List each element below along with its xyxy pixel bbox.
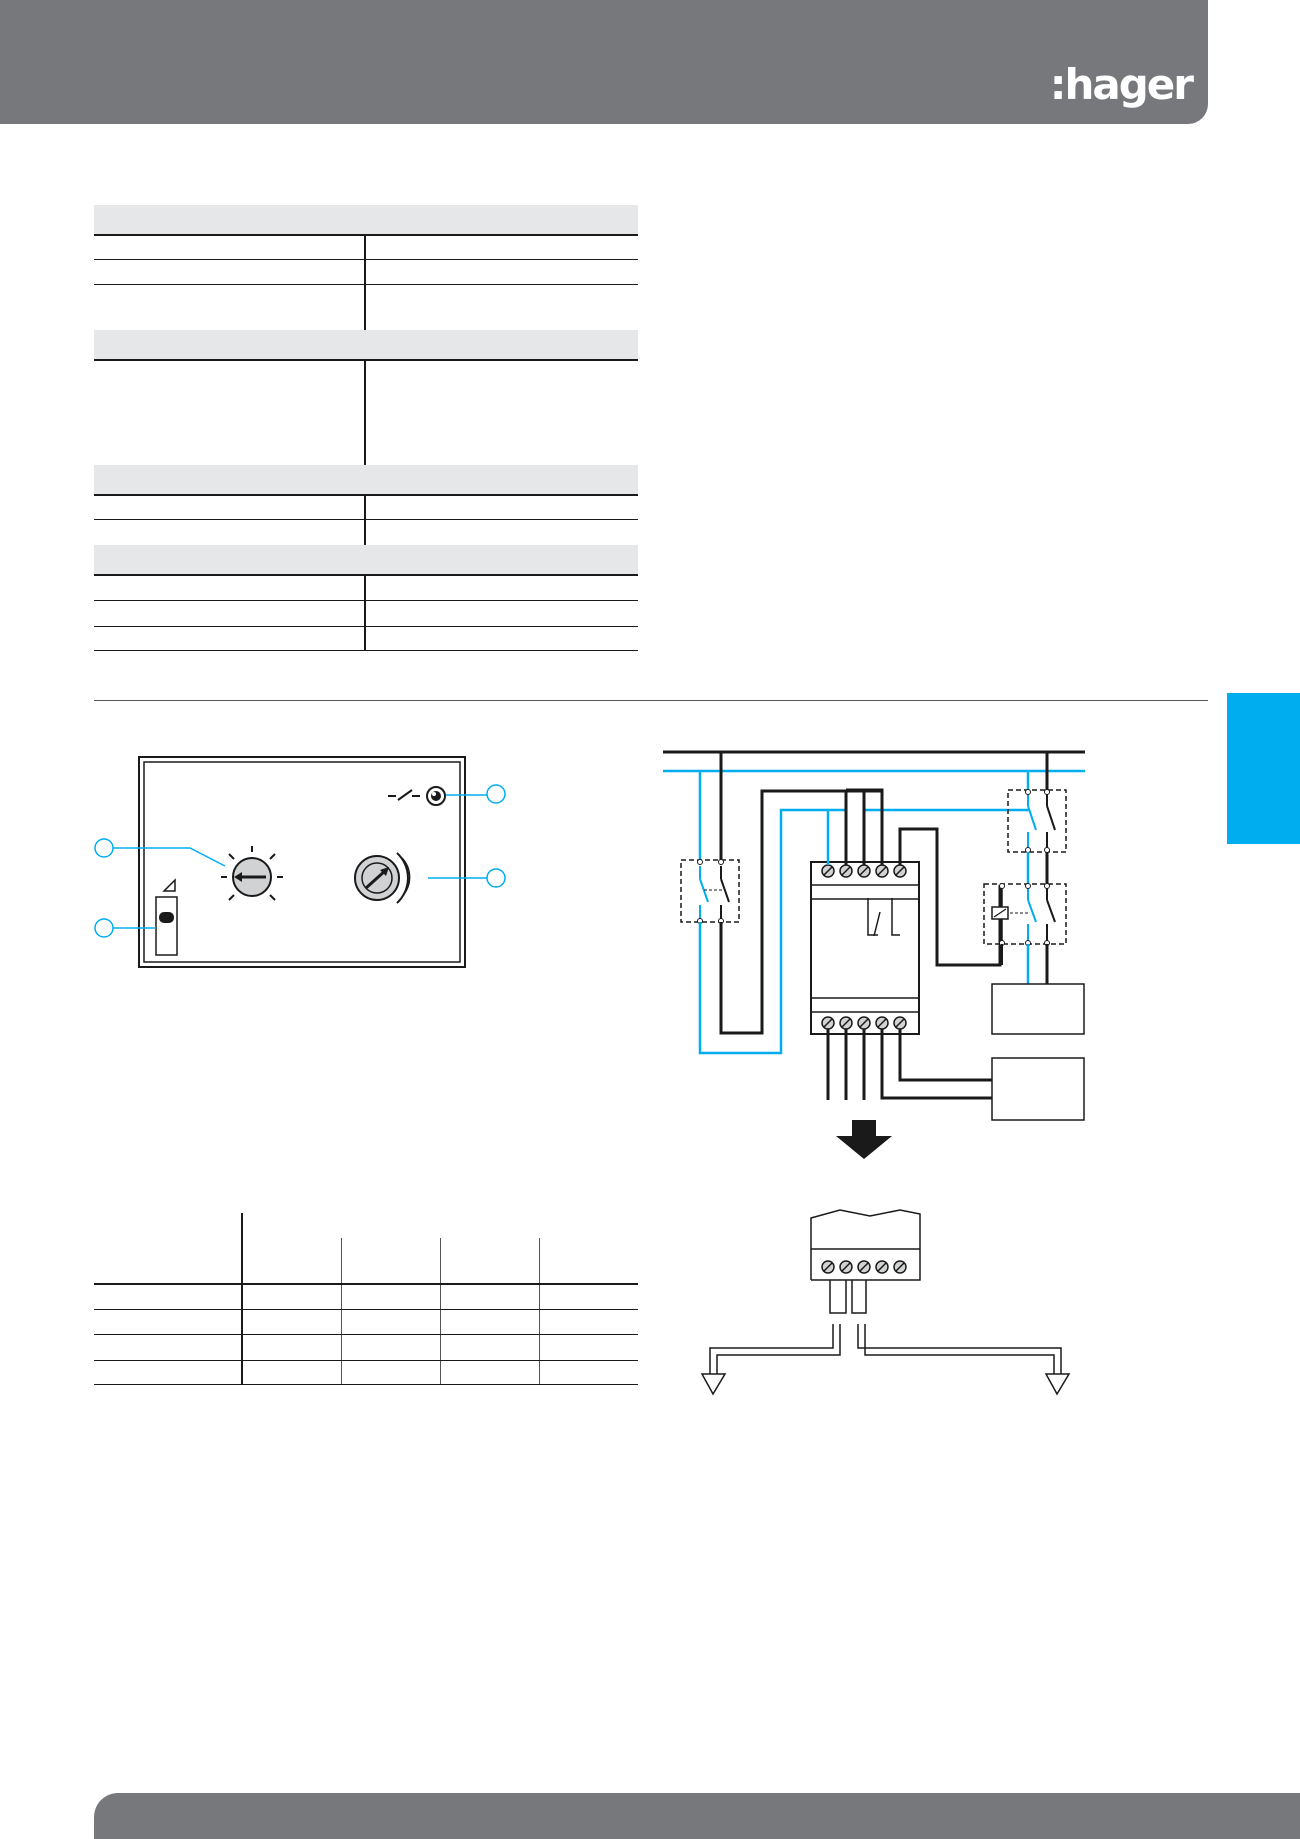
table-row-divider (94, 1384, 638, 1385)
table-rule (94, 494, 638, 496)
table-row-divider (94, 259, 638, 260)
table-row-divider (94, 1334, 638, 1335)
terminal-row-top (821, 864, 907, 878)
circuit-breaker-icon (680, 752, 740, 924)
adjust-dial-icon (354, 852, 411, 904)
table-column-divider (440, 1238, 441, 1385)
earth-arrow-icon (1044, 1373, 1071, 1396)
callout-marker (486, 784, 506, 804)
callout-line (113, 847, 226, 867)
table-column-divider (364, 236, 366, 330)
rotary-selector-icon (221, 846, 283, 901)
terminal-row-bottom (821, 1016, 907, 1030)
contact-symbol-icon (388, 789, 420, 801)
table-row-divider (94, 600, 638, 601)
table-rule (94, 359, 638, 361)
table-column-divider (364, 496, 366, 545)
arrow-down-icon (836, 1120, 892, 1159)
device-front-view (94, 756, 506, 968)
table-rule (94, 1283, 638, 1285)
table-column-divider (241, 1213, 243, 1385)
table-section-header (94, 465, 638, 494)
callout-marker (94, 838, 114, 858)
table-row-divider (94, 519, 638, 520)
table-column-divider (341, 1238, 342, 1385)
table-rule (94, 574, 638, 576)
led-indicator-icon (426, 786, 446, 806)
section-tab[interactable] (1227, 693, 1300, 844)
footer-band (94, 1793, 1300, 1839)
table-row-divider (94, 626, 638, 627)
wiring-diagram (663, 750, 1085, 1396)
table-section-header (94, 545, 638, 574)
callout-marker (486, 868, 506, 888)
earth-arrow-icon (700, 1373, 727, 1396)
callout-marker (94, 918, 114, 938)
table-row-divider (94, 1360, 638, 1361)
table-row-divider (94, 650, 638, 651)
table-column-divider (539, 1238, 540, 1385)
header-band: :hager (0, 0, 1208, 124)
table-row-divider (94, 284, 638, 285)
table-rule (94, 234, 638, 236)
hager-logo: :hager (1049, 60, 1194, 109)
table-column-divider (364, 576, 366, 650)
table-section-header (94, 330, 638, 359)
table-row-divider (94, 1309, 638, 1310)
relay-icon (983, 852, 1067, 946)
section-divider (94, 700, 1208, 701)
table-column-divider (364, 361, 366, 465)
slide-switch-icon (155, 878, 178, 956)
table-section-header (94, 205, 638, 234)
circuit-breaker-icon (1007, 752, 1067, 853)
